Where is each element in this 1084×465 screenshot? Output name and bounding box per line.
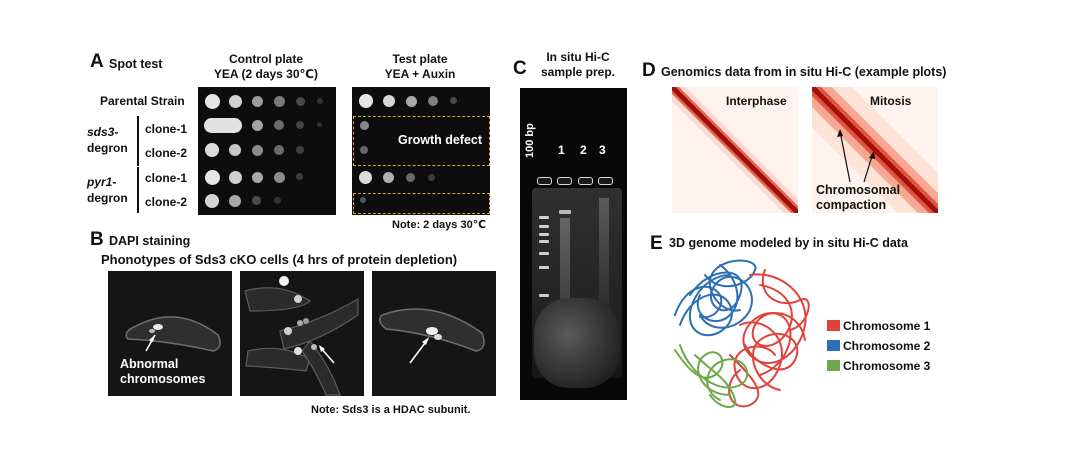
dapi-image-1 bbox=[108, 271, 232, 396]
pyr1-degron-label: pyr1- degron bbox=[87, 174, 128, 206]
legend-label-chromosome-3: Chromosome 3 bbox=[843, 359, 931, 373]
lane-1-label: 1 bbox=[558, 143, 565, 157]
dapi-image-3 bbox=[372, 271, 496, 396]
compaction-line-1: Chromosomal bbox=[816, 183, 901, 197]
mitosis-label: Mitosis bbox=[870, 94, 912, 108]
control-plate-title: Control plate bbox=[229, 52, 303, 66]
panel-b-title: DAPI staining bbox=[109, 234, 191, 248]
test-plate-title: Test plate bbox=[392, 52, 448, 66]
pyr1-gene-name: pyr1 bbox=[87, 175, 113, 189]
pyr1-bracket bbox=[137, 167, 139, 213]
sds3-suffix: - bbox=[114, 125, 119, 139]
compaction-line-2: compaction bbox=[816, 198, 887, 212]
sds3-gene-name: sds3 bbox=[87, 125, 115, 139]
panel-d-title: Genomics data from in situ Hi-C (example… bbox=[661, 65, 947, 79]
growth-defect-box-sds3 bbox=[353, 116, 490, 166]
legend-swatch-chromosome-3 bbox=[827, 360, 840, 371]
legend-swatch-chromosome-1 bbox=[827, 320, 840, 331]
sds3-clone1-label: clone-1 bbox=[145, 122, 188, 136]
sds3-degron-label: sds3- degron bbox=[87, 124, 128, 156]
abnormal-chromosomes-label: Abnormal chromosomes bbox=[120, 357, 205, 387]
chromosomal-compaction-label: Chromosomal compaction bbox=[816, 183, 900, 213]
gel-image: 100 bp 1 2 3 bbox=[520, 88, 627, 400]
legend-label-chromosome-1: Chromosome 1 bbox=[843, 319, 931, 333]
pyr1-degron-word: degron bbox=[87, 191, 128, 205]
parental-strain-label: Parental Strain bbox=[100, 94, 185, 108]
panel-c-title-line1: In situ Hi-C bbox=[546, 50, 610, 64]
abnormal-line-2: chromosomes bbox=[120, 372, 206, 386]
sds3-degron-word: degron bbox=[87, 141, 128, 155]
sds3-clone2-label: clone-2 bbox=[145, 146, 188, 160]
panel-b-note: Note: Sds3 is a HDAC subunit. bbox=[311, 404, 471, 416]
panel-e-letter: E bbox=[650, 233, 663, 254]
genome-3d-model bbox=[660, 255, 820, 415]
control-plate-header: Control plate YEA (2 days 30℃) bbox=[196, 52, 336, 82]
panel-b-subtitle: Phonotypes of Sds3 cKO cells (4 hrs of p… bbox=[101, 252, 458, 267]
test-plate-header: Test plate YEA + Auxin bbox=[350, 52, 490, 82]
panel-b-letter: B bbox=[90, 229, 104, 250]
panel-c-title: In situ Hi-C sample prep. bbox=[528, 50, 628, 80]
hic-mitosis-map: Mitosis bbox=[812, 87, 938, 213]
control-plate-image bbox=[198, 87, 336, 215]
panel-c-letter: C bbox=[513, 58, 527, 79]
growth-defect-label: Growth defect bbox=[398, 133, 483, 147]
growth-defect-box-pyr1 bbox=[353, 193, 490, 214]
pyr1-clone2-label: clone-2 bbox=[145, 195, 188, 209]
abnormal-line-1: Abnormal bbox=[120, 357, 179, 371]
panel-a-title: Spot test bbox=[109, 57, 163, 71]
dapi-image-2 bbox=[240, 271, 364, 396]
legend-swatch-chromosome-2 bbox=[827, 340, 840, 351]
panel-a-letter: A bbox=[90, 51, 104, 72]
panel-c-title-line2: sample prep. bbox=[540, 65, 616, 79]
ladder-label: 100 bp bbox=[524, 123, 536, 158]
pyr1-clone1-label: clone-1 bbox=[145, 171, 188, 185]
control-plate-medium: YEA (2 days 30℃) bbox=[213, 67, 319, 81]
sds3-bracket bbox=[137, 116, 139, 166]
interphase-label: Interphase bbox=[726, 94, 787, 108]
test-plate-medium: YEA + Auxin bbox=[384, 67, 456, 81]
panel-d-letter: D bbox=[642, 60, 656, 81]
panel-e-title: 3D genome modeled by in situ Hi-C data bbox=[669, 236, 908, 250]
pyr1-suffix: - bbox=[112, 175, 117, 189]
lane-3-label: 3 bbox=[599, 143, 606, 157]
lane-2-label: 2 bbox=[580, 143, 587, 157]
hic-interphase-map: Interphase bbox=[672, 87, 798, 213]
panel-a-note: Note: 2 days 30℃ bbox=[392, 219, 487, 231]
legend-label-chromosome-2: Chromosome 2 bbox=[843, 339, 931, 353]
